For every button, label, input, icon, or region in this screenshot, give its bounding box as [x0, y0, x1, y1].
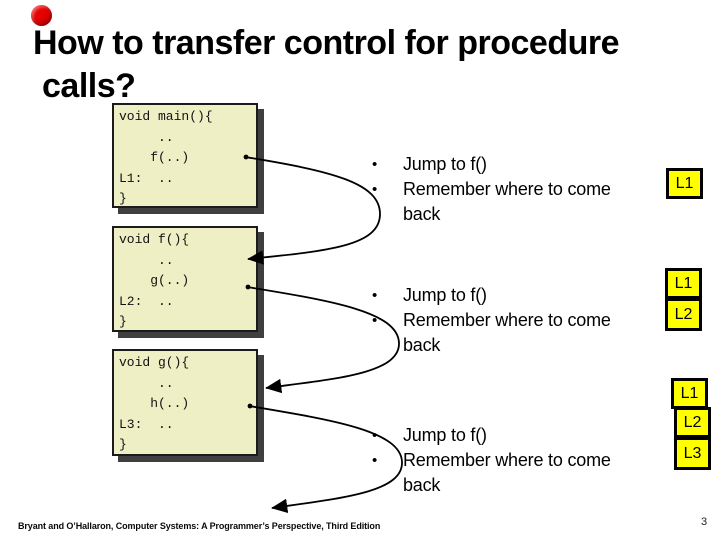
bullet-icon: • [372, 312, 378, 329]
attribution-footer: Bryant and O’Hallaron, Computer Systems:… [18, 521, 381, 531]
list-item: • Remember where to come back [372, 177, 662, 227]
bullet-group-1: • Jump to f() • Remember where to come b… [372, 152, 662, 227]
label-box-l2: L2 [674, 407, 711, 438]
red-circle-icon [31, 5, 52, 26]
title-line-1: How to transfer control for procedure [33, 24, 620, 62]
bullet-text: Jump to f() [403, 154, 487, 174]
bullet-icon: • [372, 287, 378, 304]
bullet-text: Jump to f() [403, 425, 487, 445]
list-item: • Jump to f() [372, 423, 662, 448]
bullet-text: Remember where to come back [403, 310, 611, 355]
title-line-2: calls? [42, 67, 136, 105]
bullet-icon: • [372, 452, 378, 469]
label-box-l3: L3 [674, 437, 711, 470]
label-box-l1: L1 [671, 378, 708, 409]
code-box-main: void main(){ .. f(..) L1: .. } [112, 103, 258, 208]
label-box-l1: L1 [665, 268, 702, 299]
label-box-l2: L2 [665, 298, 702, 331]
label-box-l1: L1 [666, 168, 703, 199]
list-item: • Remember where to come back [372, 448, 662, 498]
bullet-group-3: • Jump to f() • Remember where to come b… [372, 423, 662, 498]
code-box-g: void g(){ .. h(..) L3: .. } [112, 349, 258, 456]
bullet-icon: • [372, 181, 378, 198]
bullet-text: Remember where to come back [403, 179, 611, 224]
bullet-text: Remember where to come back [403, 450, 611, 495]
page-number: 3 [701, 516, 708, 528]
call-arrow-main-to-f [244, 156, 381, 265]
list-item: • Remember where to come back [372, 308, 662, 358]
list-item: • Jump to f() [372, 283, 662, 308]
bullet-icon: • [372, 156, 378, 173]
bullet-text: Jump to f() [403, 285, 487, 305]
list-item: • Jump to f() [372, 152, 662, 177]
code-box-f: void f(){ .. g(..) L2: .. } [112, 226, 258, 332]
page-title: How to transfer control for procedure cal… [33, 22, 620, 108]
bullet-group-2: • Jump to f() • Remember where to come b… [372, 283, 662, 358]
bullet-icon: • [372, 427, 378, 444]
